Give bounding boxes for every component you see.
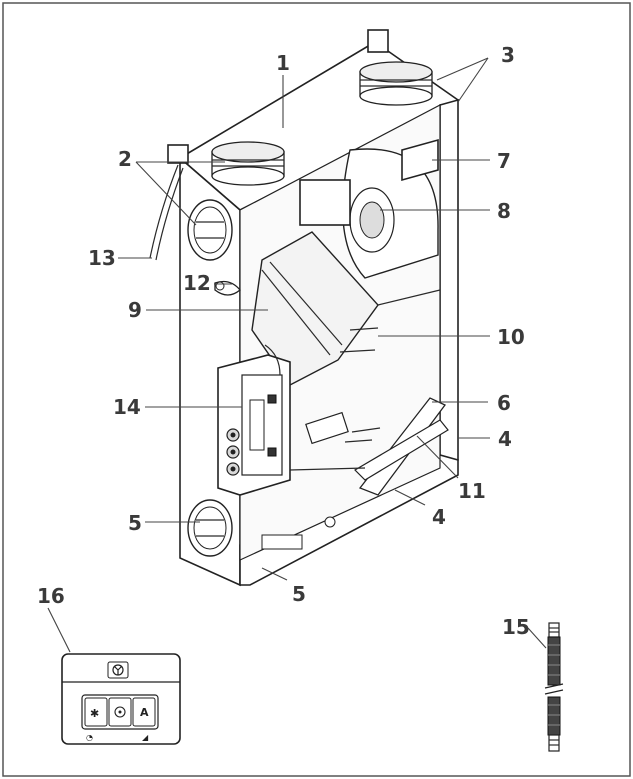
- heat-exchanger: [251, 231, 379, 386]
- timer-icon: ◔: [86, 733, 93, 742]
- callout-labels: 1 2 3 4 4 5 5 6 7 8 9 10 11 12 13 14 15 …: [37, 43, 530, 639]
- upper-left-component: [299, 179, 351, 226]
- callout-3: 3: [501, 43, 515, 67]
- callout-6: 6: [497, 391, 511, 415]
- interior-slot: [305, 411, 349, 445]
- side-port-upper: [187, 199, 233, 261]
- callout-16: 16: [37, 584, 65, 608]
- upper-component-box: [401, 138, 439, 182]
- cable-run: [264, 344, 281, 376]
- leader-lines: [47, 57, 547, 653]
- electrical-box: [217, 354, 291, 496]
- fan-housing: [342, 148, 439, 279]
- wire-harness: [149, 164, 179, 259]
- fan-logo-icon: [112, 664, 124, 676]
- side-port-lower: [187, 499, 233, 557]
- callout-2: 2: [118, 147, 132, 171]
- callout-12: 12: [183, 271, 211, 295]
- callout-5a: 5: [128, 511, 142, 535]
- fan-speed-button[interactable]: [84, 697, 108, 727]
- top-duct-right: [359, 61, 433, 106]
- callout-9: 9: [128, 298, 142, 322]
- auto-mode-button[interactable]: [132, 697, 156, 727]
- drain-hose: [544, 622, 564, 752]
- remote-controller: ✱ A ◔ ◢: [61, 653, 181, 745]
- auto-mode-label: A: [140, 706, 149, 719]
- callout-10: 10: [497, 325, 525, 349]
- callout-11: 11: [458, 479, 486, 503]
- callout-15: 15: [502, 615, 530, 639]
- callout-5b: 5: [292, 582, 306, 606]
- callout-7: 7: [497, 149, 511, 173]
- callout-1: 1: [276, 51, 290, 75]
- left-mounting-bracket: [167, 144, 189, 164]
- callout-4b: 4: [432, 505, 446, 529]
- callout-14: 14: [113, 395, 141, 419]
- top-mounting-bracket: [367, 29, 389, 53]
- callout-8: 8: [497, 199, 511, 223]
- fan-icon: [114, 706, 126, 718]
- bypass-flap: [354, 419, 449, 481]
- top-duct-left: [211, 141, 285, 186]
- callout-4a: 4: [498, 427, 512, 451]
- asterisk-icon: ✱: [90, 707, 99, 720]
- ventilation-unit: [149, 29, 460, 587]
- callout-13: 13: [88, 246, 116, 270]
- unit-right-side: [439, 98, 459, 470]
- signal-icon: ◢: [142, 733, 149, 742]
